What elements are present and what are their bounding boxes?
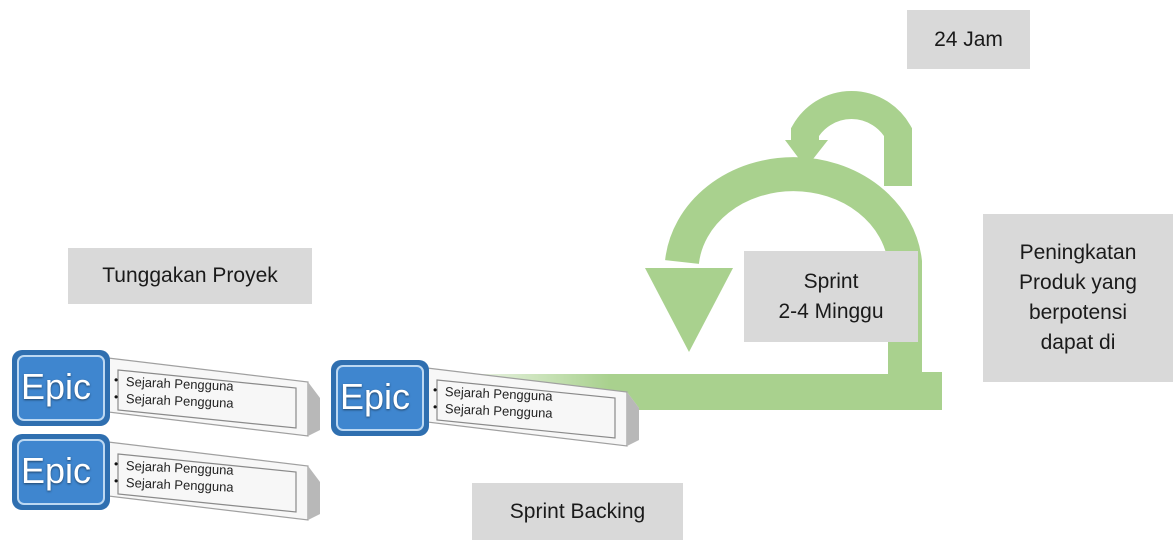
backlog-block: Epic • • Sejarah Pengguna Sejarah Penggu… <box>8 424 323 529</box>
sprint-label-line2: 2-4 Minggu <box>778 299 884 323</box>
block-shape <box>12 434 320 521</box>
sprint-label-line1: Sprint <box>803 269 859 293</box>
sprint-backlog-block: Epic • • Sejarah Pengguna Sejarah Penggu… <box>327 350 642 455</box>
increment-line3: berpotensi <box>1028 301 1128 324</box>
daily-loop-arrow <box>785 91 912 186</box>
block-shape <box>12 350 320 437</box>
bullet: • <box>114 373 119 387</box>
sprint-backlog-label: Sprint Backing <box>472 483 683 540</box>
increment-line1: Peningkatan <box>1019 241 1137 264</box>
epic-label: Epic <box>20 450 92 491</box>
sprint-loop-arrow <box>645 157 942 410</box>
backlog-block: Epic • • Sejarah Pengguna Sejarah Penggu… <box>8 340 323 445</box>
epic-label: Epic <box>339 376 411 417</box>
bullet: • <box>114 390 119 404</box>
product-increment-label: Peningkatan Produk yang berpotensi dapat… <box>983 214 1173 382</box>
epic-label: Epic <box>20 366 92 407</box>
increment-line2: Produk yang <box>1019 271 1137 294</box>
increment-line4: dapat di <box>1040 331 1116 354</box>
bullet: • <box>433 400 438 414</box>
bullet: • <box>114 474 119 488</box>
block-shape <box>331 360 639 447</box>
project-backlog-label: Tunggakan Proyek <box>68 248 312 304</box>
bullet: • <box>114 457 119 471</box>
hours-label: 24 Jam <box>907 10 1030 69</box>
sprint-duration-label: Sprint 2-4 Minggu <box>744 251 918 342</box>
bullet: • <box>433 383 438 397</box>
